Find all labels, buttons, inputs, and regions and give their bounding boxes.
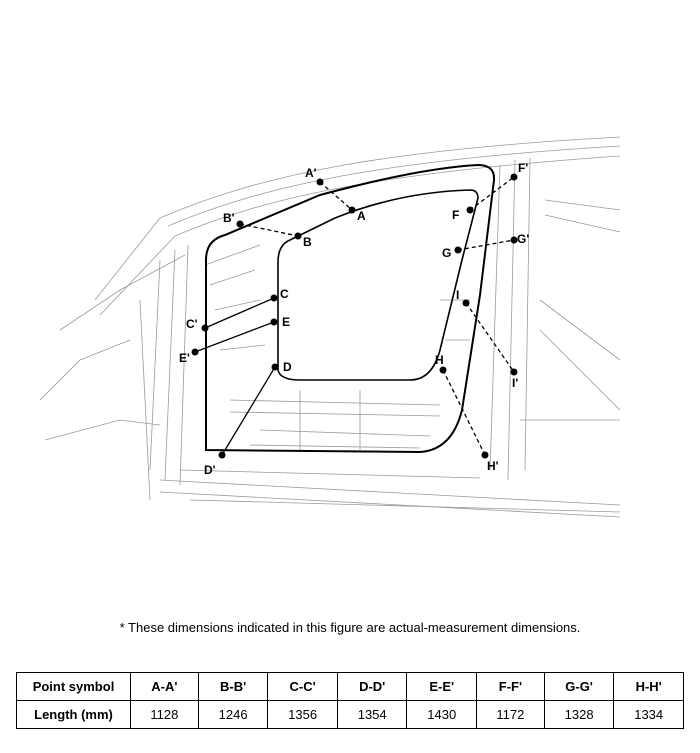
table-header-cell: H-H' <box>613 672 684 701</box>
dimension-table: Point symbol A-A' B-B' C-C' D-D' E-E' F-… <box>16 672 684 729</box>
table-cell: 1430 <box>406 700 477 729</box>
table-cell: 1354 <box>336 700 408 729</box>
table-cell: 1128 <box>130 700 199 729</box>
body-dimension-diagram: A A' B B' C C' E E' D D' F F' G G' H H' … <box>39 136 621 518</box>
line-h <box>442 369 486 456</box>
line-f <box>469 176 515 211</box>
table-header-cell: D-D' <box>336 672 408 701</box>
table-header-cell: G-G' <box>543 672 615 701</box>
label-g-prime: G' <box>517 232 529 246</box>
label-d: D <box>283 360 292 374</box>
point-b-prime <box>236 220 244 228</box>
label-e-prime: E' <box>179 351 190 365</box>
label-i-prime: I' <box>512 376 518 390</box>
table-cell: 1334 <box>613 700 684 729</box>
point-d-prime <box>218 451 226 459</box>
table-header-cell: F-F' <box>476 672 545 701</box>
table-header-cell: Point symbol <box>16 672 131 701</box>
door-aperture-outline <box>205 163 496 454</box>
label-b: B <box>303 235 312 249</box>
measurement-lines <box>194 176 515 456</box>
line-e <box>194 321 275 353</box>
point-i-prime <box>510 368 518 376</box>
table-cell: 1328 <box>543 700 615 729</box>
table-header-cell: C-C' <box>267 672 338 701</box>
label-h: H <box>435 353 444 367</box>
line-g <box>457 239 515 251</box>
table-cell: 1172 <box>476 700 545 729</box>
table-header-cell: B-B' <box>197 672 269 701</box>
line-d <box>221 366 276 456</box>
label-h-prime: H' <box>487 459 499 473</box>
label-a-prime: A' <box>305 166 317 180</box>
label-b-prime: B' <box>223 211 235 225</box>
line-i <box>465 302 515 373</box>
label-e: E <box>282 315 290 329</box>
label-c: C <box>280 287 289 301</box>
label-a: A <box>357 209 366 223</box>
table-header-row: Point symbol A-A' B-B' C-C' D-D' E-E' F-… <box>16 672 684 701</box>
point-d <box>271 363 279 371</box>
point-h <box>439 366 447 374</box>
measurement-note: * These dimensions indicated in this fig… <box>119 620 581 635</box>
label-i: I <box>456 288 459 302</box>
label-d-prime: D' <box>204 463 216 477</box>
table-cell: 1356 <box>267 700 338 729</box>
table-row: Length (mm) 1128 1246 1356 1354 1430 117… <box>16 700 684 729</box>
point-b <box>294 232 302 240</box>
table-cell: Length (mm) <box>16 700 131 729</box>
table-header-cell: E-E' <box>406 672 477 701</box>
table-cell: 1246 <box>197 700 269 729</box>
line-b <box>239 223 299 237</box>
table-header-cell: A-A' <box>130 672 199 701</box>
point-e <box>270 318 278 326</box>
point-g <box>454 246 462 254</box>
point-h-prime <box>481 451 489 459</box>
point-f <box>466 206 474 214</box>
line-c <box>204 297 275 329</box>
point-f-prime <box>510 173 518 181</box>
point-a <box>348 206 356 214</box>
label-c-prime: C' <box>186 317 198 331</box>
point-g-prime <box>510 236 518 244</box>
point-a-prime <box>316 178 324 186</box>
point-c <box>270 294 278 302</box>
point-c-prime <box>201 324 209 332</box>
label-g: G <box>442 246 451 260</box>
label-f: F <box>452 208 459 222</box>
measurement-points <box>191 173 518 459</box>
label-f-prime: F' <box>518 161 528 175</box>
point-e-prime <box>191 348 199 356</box>
body-side-outline <box>39 136 621 518</box>
point-labels: A A' B B' C C' E E' D D' F F' G G' H H' … <box>179 161 529 477</box>
point-i <box>462 299 470 307</box>
line-a <box>319 181 353 211</box>
